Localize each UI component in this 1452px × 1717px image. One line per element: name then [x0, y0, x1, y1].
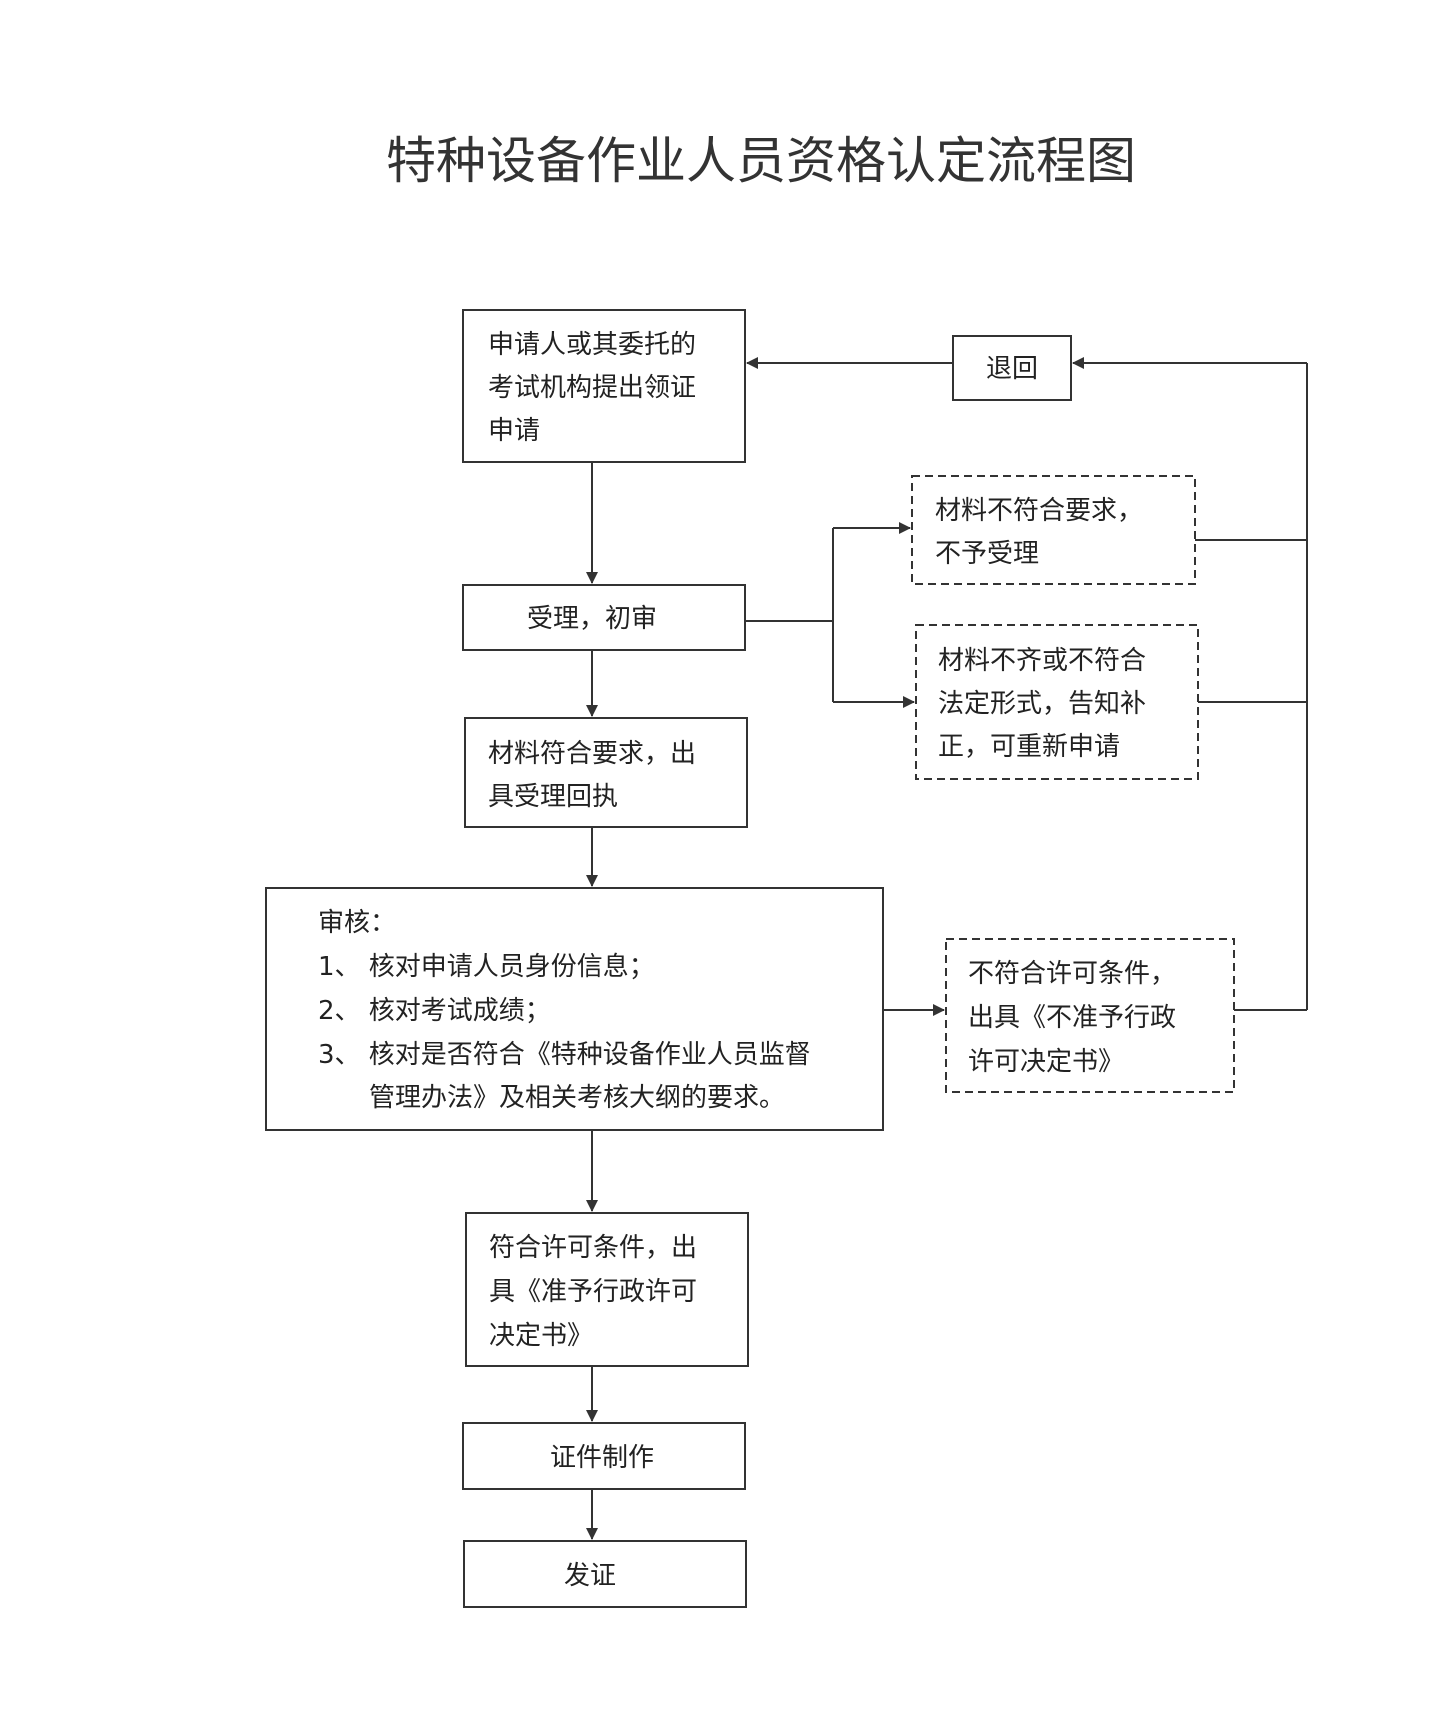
- node-text: 考试机构提出领证: [488, 373, 696, 403]
- node-text: 申请: [488, 416, 540, 446]
- node-text: 审核：: [318, 908, 396, 938]
- node-text: 1、 核对申请人员身份信息；: [318, 952, 655, 982]
- node-text: 出具《不准予行政: [968, 1003, 1176, 1033]
- node-make: 证件制作: [462, 1422, 746, 1490]
- node-approve: 符合许可条件，出 具《准予行政许可 决定书》: [465, 1212, 749, 1367]
- node-text: 证件制作: [550, 1443, 654, 1473]
- node-text: 发证: [564, 1561, 616, 1591]
- node-apply: 申请人或其委托的 考试机构提出领证 申请: [462, 309, 746, 463]
- node-review: 审核： 1、 核对申请人员身份信息； 2、 核对考试成绩； 3、 核对是否符合《…: [265, 887, 884, 1131]
- node-return: 退回: [952, 335, 1072, 401]
- node-text: 不符合许可条件，: [968, 959, 1176, 989]
- node-text: 管理办法》及相关考核大纲的要求。: [369, 1083, 785, 1113]
- node-text: 不予受理: [935, 539, 1039, 569]
- node-deny: 不符合许可条件， 出具《不准予行政 许可决定书》: [945, 938, 1235, 1093]
- node-receipt: 材料符合要求，出 具受理回执: [464, 717, 748, 828]
- node-issue: 发证: [463, 1540, 747, 1608]
- node-text: 申请人或其委托的: [488, 330, 696, 360]
- node-text: 退回: [986, 354, 1038, 384]
- node-text: 法定形式，告知补: [938, 689, 1146, 719]
- node-reject: 材料不符合要求， 不予受理: [911, 475, 1196, 585]
- node-text: 符合许可条件，出: [489, 1233, 697, 1263]
- node-text: 材料不齐或不符合: [938, 646, 1146, 676]
- node-supplement: 材料不齐或不符合 法定形式，告知补 正，可重新申请: [915, 624, 1199, 780]
- node-text: 正，可重新申请: [938, 732, 1120, 762]
- page-title: 特种设备作业人员资格认定流程图: [386, 132, 1136, 190]
- node-text: 许可决定书》: [968, 1047, 1124, 1077]
- node-text: 具受理回执: [488, 782, 618, 812]
- node-text: 3、 核对是否符合《特种设备作业人员监督: [318, 1040, 811, 1070]
- connectors: [586, 357, 1308, 1540]
- node-text: 具《准予行政许可: [489, 1277, 697, 1307]
- node-text: 材料不符合要求，: [935, 496, 1143, 526]
- node-text: 材料符合要求，出: [488, 739, 696, 769]
- node-accept: 受理，初审: [462, 584, 746, 651]
- node-text: 受理，初审: [527, 604, 657, 634]
- node-text: 2、 核对考试成绩；: [318, 996, 551, 1026]
- node-text: 决定书》: [489, 1321, 593, 1351]
